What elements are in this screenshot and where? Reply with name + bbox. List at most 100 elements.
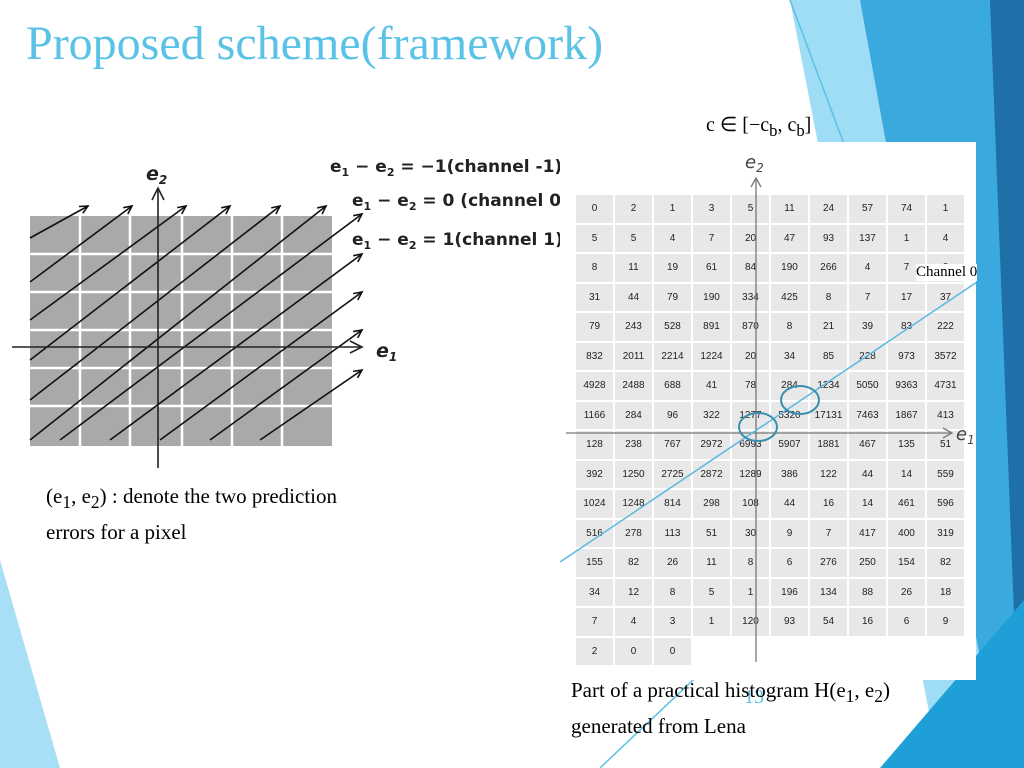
channel-arrow <box>159 291 363 441</box>
histogram-cell: 1234 <box>810 372 847 400</box>
histogram-cell: 4928 <box>576 372 613 400</box>
histogram-cell: 21 <box>810 313 847 341</box>
histogram-cell: 11 <box>771 195 808 223</box>
histogram-cell: 278 <box>615 519 652 547</box>
histogram-cell: 2488 <box>615 372 652 400</box>
histogram-cell: 84 <box>732 254 769 282</box>
histogram-cell: 12 <box>615 578 652 606</box>
histogram-cell: 870 <box>732 313 769 341</box>
histogram-cell: 9 <box>927 608 964 636</box>
histogram-cell: 0 <box>576 195 613 223</box>
histogram-cell: 0 <box>615 637 652 665</box>
histogram-cell: 82 <box>927 549 964 577</box>
histogram-cell: 7463 <box>849 401 886 429</box>
histogram-cell: 16 <box>810 490 847 518</box>
histogram-cell: 155 <box>576 549 613 577</box>
histogram-cell: 14 <box>888 460 925 488</box>
histogram-cell: 559 <box>927 460 964 488</box>
histogram-cell: 34 <box>576 578 613 606</box>
histogram-cell: 79 <box>576 313 613 341</box>
e2-axis-label: e2 <box>146 163 167 187</box>
e1-axis-label: e1 <box>376 340 397 364</box>
histogram-cell: 34 <box>771 342 808 370</box>
histogram-cell: 4 <box>654 224 691 252</box>
histogram-cell: 78 <box>732 372 769 400</box>
histogram-cell: 4731 <box>927 372 964 400</box>
right-caption: Part of a practical histogram H(e1, e2)g… <box>571 678 890 739</box>
histogram-cell: 8 <box>732 549 769 577</box>
prediction-error-diagram: e1 e2 e1 − e2 = −1(channel -1) e1 − e2 =… <box>12 157 569 468</box>
channel-arrowhead <box>352 328 364 339</box>
histogram-cell: 243 <box>615 313 652 341</box>
histogram-cell: 266 <box>810 254 847 282</box>
histogram-cell: 1 <box>927 195 964 223</box>
histogram-cell: 528 <box>654 313 691 341</box>
histogram-cell: 832 <box>576 342 613 370</box>
slide-number: 13 <box>744 686 764 708</box>
histogram-cell: 1881 <box>810 431 847 459</box>
histogram-cell: 18 <box>927 578 964 606</box>
histogram-cell: 392 <box>576 460 613 488</box>
histogram-cell: 6993 <box>732 431 769 459</box>
channel-arrowhead <box>271 204 282 215</box>
histogram-cell: 5 <box>693 578 730 606</box>
channel-arrowhead <box>177 204 188 215</box>
histogram-cell: 1224 <box>693 342 730 370</box>
histogram-cell: 2972 <box>693 431 730 459</box>
histogram-cell: 85 <box>810 342 847 370</box>
channel-range-formula: c ∈ [−cb, cb] <box>706 114 812 140</box>
channel-arrowhead <box>123 204 134 215</box>
histogram-cell: 17 <box>888 283 925 311</box>
histogram-cell: 284 <box>615 401 652 429</box>
histogram-cell: 93 <box>771 608 808 636</box>
histogram-cell: 814 <box>654 490 691 518</box>
histogram-e2-arrowhead <box>750 176 762 188</box>
channel-arrow <box>259 369 363 441</box>
histogram-cell: 6 <box>771 549 808 577</box>
histogram-cell: 2 <box>576 637 613 665</box>
histogram-cell: 386 <box>771 460 808 488</box>
histogram-cell: 3572 <box>927 342 964 370</box>
channel-arrowhead <box>352 368 364 379</box>
channel-0-label: Channel 0 <box>916 264 978 281</box>
right-decor-dark <box>990 0 1024 768</box>
channel-arrow <box>29 205 281 401</box>
slide-title: Proposed scheme(framework) <box>26 17 604 70</box>
histogram-cell: 93 <box>810 224 847 252</box>
histogram-cell: 54 <box>810 608 847 636</box>
histogram-cell: 20 <box>732 342 769 370</box>
histogram-cell: 83 <box>888 313 925 341</box>
legend-channel-1: e1 − e2 = 1(channel 1) <box>352 230 563 252</box>
histogram-cell: 7 <box>849 283 886 311</box>
histogram-cell: 8 <box>576 254 613 282</box>
histogram-cell: 122 <box>810 460 847 488</box>
histogram-cell: 11 <box>693 549 730 577</box>
histogram-cell: 24 <box>810 195 847 223</box>
histogram-cell: 1277 <box>732 401 769 429</box>
histogram-cell: 322 <box>693 401 730 429</box>
histogram-cell: 334 <box>732 283 769 311</box>
histogram-cell: 8 <box>810 283 847 311</box>
histogram-cell: 5 <box>576 224 613 252</box>
histogram-cell: 8 <box>654 578 691 606</box>
histogram-cell: 20 <box>732 224 769 252</box>
channel-arrow <box>29 205 231 361</box>
histogram-cell: 44 <box>615 283 652 311</box>
histogram-cell: 1 <box>654 195 691 223</box>
channel-arrow <box>209 329 363 441</box>
histogram-cell: 7 <box>693 224 730 252</box>
histogram-cell: 400 <box>888 519 925 547</box>
histogram-cell: 51 <box>927 431 964 459</box>
histogram-cell: 190 <box>693 283 730 311</box>
histogram-cell: 7 <box>810 519 847 547</box>
histogram-cell: 238 <box>615 431 652 459</box>
histogram-cell: 44 <box>771 490 808 518</box>
histogram-cell: 154 <box>888 549 925 577</box>
channel-arrowhead <box>317 204 328 215</box>
e1-axis-arrowhead <box>349 340 364 354</box>
histogram-cell: 26 <box>654 549 691 577</box>
channel-arrow <box>29 205 89 239</box>
histogram-cell: 1 <box>732 578 769 606</box>
histogram-cell: 3 <box>654 608 691 636</box>
